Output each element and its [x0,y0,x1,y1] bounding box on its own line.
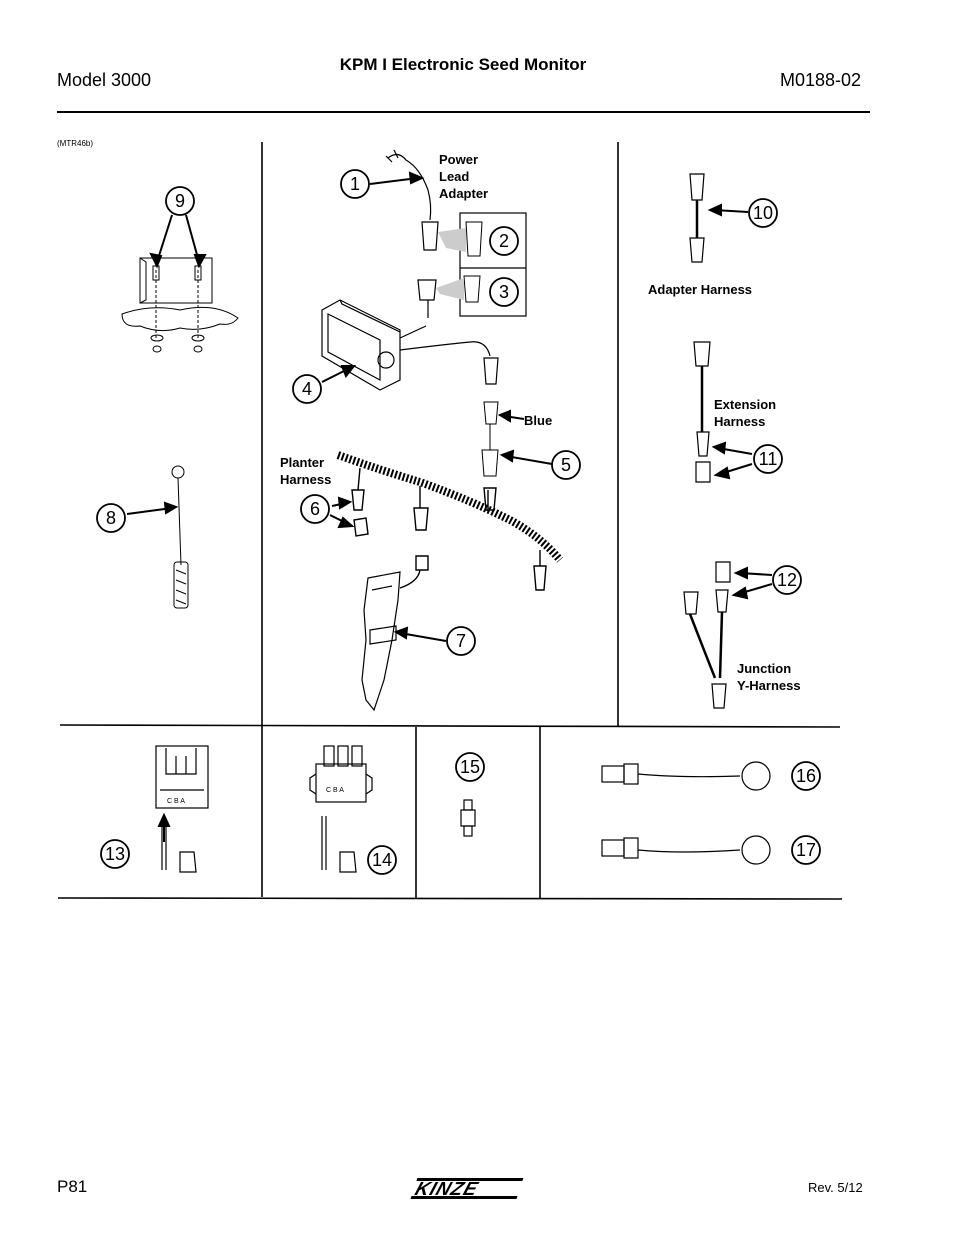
callout-8-leader [126,501,179,515]
callout-17 [791,835,821,865]
callout-7-text: 7 [456,631,466,651]
ring-terminal-lead-16 [601,761,771,791]
junction-y-harness-part [683,561,731,709]
ring-terminal-lead-17 [601,835,771,865]
callout-9-leaders [149,214,207,269]
label-power-lead-adapter: Power Lead Adapter [439,152,489,201]
callout-3 [489,277,519,307]
planter-harness-coil [336,451,564,591]
callout-4-leader [321,365,357,383]
label-extension-harness: Extension Harness [714,397,777,429]
tool-part [171,465,189,609]
page-number: P81 [57,1177,88,1196]
callout-10 [748,198,778,228]
callout-11-text: 11 [759,449,778,469]
callout-5 [551,450,581,480]
adapter-box [459,212,527,317]
callout-2 [489,226,519,256]
label-blue: Blue [524,413,553,428]
connector-blue-part [481,401,499,477]
callout-11 [753,444,783,474]
kinze-logo: KINZE [410,1178,524,1200]
connector-part-13 [155,745,209,873]
callout-3-text: 3 [499,282,509,302]
callout-14 [367,845,397,875]
callout-1-leader [369,171,425,185]
page-title: KPM I Electronic Seed Monitor [339,55,587,74]
callout-5-text: 5 [561,455,571,475]
header-divider [57,111,870,113]
callout-12 [772,565,802,595]
seed-tube-part [361,571,401,712]
callout-circles [96,169,821,875]
callout-5-leader [497,409,553,465]
callout-9-text: 9 [175,191,185,211]
callout-12-leaders [731,566,773,600]
callout-6-leaders [329,496,355,529]
adapter-part-3 [436,275,481,303]
label-adapter-harness: Adapter Harness [648,282,753,297]
callout-1-text: 1 [350,174,360,194]
callout-16 [791,761,821,791]
callout-2-text: 2 [499,231,509,251]
mounting-bracket-part [121,257,239,353]
grid-divider [57,897,843,900]
callout-numbers: 1 2 3 4 5 6 7 8 9 10 11 12 13 14 15 16 1… [105,174,816,870]
callout-10-text: 10 [753,203,773,223]
connector-14-pins: C B A [326,787,344,794]
connector-13-pins: C B A [167,798,185,805]
callout-11-leaders [711,441,753,480]
callout-16-text: 16 [796,766,816,786]
callout-1 [340,169,370,199]
power-lead-adapter-part [385,149,439,318]
monitor-part [321,299,499,391]
figure-code: (MTR46b) [57,139,94,148]
callout-4-text: 4 [302,379,312,399]
callout-4 [292,374,322,404]
callout-10-leader [707,203,749,217]
callout-7 [446,626,476,656]
callout-13 [100,839,130,869]
callout-8-text: 8 [106,508,116,528]
model-label: Model 3000 [57,70,152,90]
adapter-part-2 [438,221,483,257]
connector-part-14 [309,745,373,873]
label-junction-y-harness: Junction Y-Harness [737,661,801,693]
extension-harness-part [693,341,711,483]
callout-7-leader [393,626,447,642]
label-planter-harness: Planter Harness [280,455,332,487]
callout-12-text: 12 [777,570,797,590]
callout-8 [96,503,126,533]
callout-17-text: 17 [796,840,816,860]
callout-6 [300,494,330,524]
revision-label: Rev. 5/12 [808,1180,863,1195]
callout-13-text: 13 [105,844,125,864]
connector-part-15 [460,799,476,837]
callout-15-text: 15 [460,757,480,777]
callout-15 [455,752,485,782]
document-code: M0188-02 [780,70,862,90]
grid-divider [59,724,841,728]
callout-6-text: 6 [310,499,320,519]
callout-9 [165,186,195,216]
kinze-logo-text: KINZE [412,1178,481,1199]
callout-13-arrow [157,812,171,842]
callout-14-text: 14 [372,850,392,870]
adapter-harness-part [689,173,705,263]
